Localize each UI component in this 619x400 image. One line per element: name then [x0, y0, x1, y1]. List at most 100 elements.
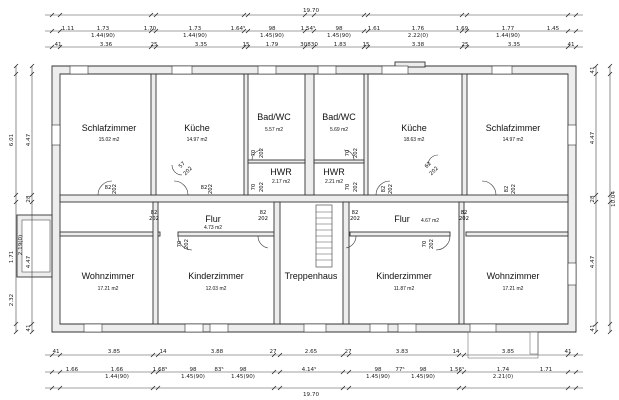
dimension-tick [13, 71, 19, 77]
dimension-tick [155, 385, 161, 391]
dim-top-r1: 1.77 [502, 26, 515, 32]
dimension-tick [573, 28, 579, 34]
door-height: 202 [258, 216, 268, 222]
dimension-tick [464, 44, 470, 50]
dim-bottom-r1: 41 [564, 349, 572, 355]
door-height: 202 [112, 184, 118, 194]
dimension-tick [29, 63, 35, 69]
dimension-tick [607, 321, 613, 327]
room-area: 5.57 m2 [265, 127, 283, 133]
dim-right-inner: 28 [590, 195, 596, 203]
door-height: 202 [184, 239, 190, 249]
dimension-tick [155, 352, 161, 358]
door-height: 202 [459, 216, 469, 222]
dim-bottom-r3: 1.45(90) [231, 374, 255, 380]
dimension-tick [49, 44, 55, 50]
dimension-tick [456, 352, 462, 358]
dimension-tick [340, 352, 346, 358]
dimension-tick [302, 28, 308, 34]
wall-v-7 [273, 201, 281, 325]
dim-top-r3: 30830 [300, 42, 318, 48]
dim-top-r3: 41 [567, 42, 575, 48]
dimension-tick [13, 329, 19, 335]
dimension-tick [459, 44, 465, 50]
window-top-4 [317, 65, 337, 75]
dim-bottom-r2: 1.71 [540, 367, 553, 373]
dim-bottom-r2: 98 [239, 367, 247, 373]
dim-bottom-r1: 3.83 [396, 349, 409, 355]
window-bottom-7 [469, 323, 497, 333]
dim-left-outer: 2.32 [9, 294, 15, 306]
dimension-tick [13, 321, 19, 327]
door-width: 82 [201, 185, 208, 191]
window-top-6 [491, 65, 513, 75]
window-top-2 [171, 65, 193, 75]
dimension-tick [340, 369, 346, 375]
dim-top-r1: 98 [335, 26, 343, 32]
left-dimensions: 6.01 1.71 2.32 4.47 28 4.47 41 2.19(0) [9, 133, 32, 331]
dim-bottom-r2: 98 [374, 367, 382, 373]
door-width: 70 [251, 183, 257, 190]
door-height: 202 [429, 166, 440, 177]
dimension-tick [57, 369, 63, 375]
dimension-tick [365, 44, 371, 50]
dimension-tick [565, 369, 571, 375]
room-name: Küche [184, 123, 210, 133]
dimension-tick [271, 352, 277, 358]
dimension-tick [57, 352, 63, 358]
dimension-tick [565, 44, 571, 50]
dim-bottom-r3: 2.21(0) [493, 374, 513, 380]
dim-top-r3: 3.36 [100, 42, 113, 48]
dimension-tick [573, 369, 579, 375]
dimension-lines [15, 14, 611, 389]
room-area: 2.17 m2 [272, 179, 290, 185]
door-width: 70 [422, 240, 428, 247]
dimension-tick [593, 329, 599, 335]
dimension-tick [302, 12, 308, 18]
room-name: HWR [270, 167, 292, 177]
room-name: Schlafzimmer [486, 123, 541, 133]
dim-top-r3: 3.35 [195, 42, 208, 48]
room-name: HWR [323, 167, 345, 177]
door-width: 70 [345, 149, 351, 156]
dim-bottom-r3: 1.45(90) [181, 374, 205, 380]
dimension-tick [365, 12, 371, 18]
door-height: 202 [259, 182, 265, 192]
dimension-tick [29, 71, 35, 77]
dimension-tick [565, 385, 571, 391]
dim-right-inner: 41 [590, 66, 596, 74]
window-bottom-6 [397, 323, 417, 333]
dimension-tick [241, 12, 247, 18]
dim-top-r2: 1.45(90) [327, 33, 351, 39]
window-left-1 [51, 124, 61, 146]
room-name: Schlafzimmer [82, 123, 137, 133]
dimension-tick [57, 28, 63, 34]
dim-top-r1: 1.11 [62, 26, 75, 32]
dim-top-r2: 2.22(0) [408, 33, 428, 39]
dim-bottom-r3: 1.45(90) [366, 374, 390, 380]
wall-v-8 [342, 201, 350, 325]
dim-top-r1: 98 [268, 26, 276, 32]
dim-top-r2: 1.44(90) [183, 33, 207, 39]
room-name: Küche [401, 123, 427, 133]
corridor-wall-top [59, 194, 569, 203]
dim-top-r1: 1.61 [368, 26, 381, 32]
dimension-tick [271, 385, 277, 391]
door-height: 202 [353, 182, 359, 192]
dimension-tick [340, 385, 346, 391]
dim-left-inner: 28 [26, 195, 32, 203]
dimension-tick [150, 385, 156, 391]
door-height: 202 [350, 216, 360, 222]
door-width: 62 [424, 161, 433, 170]
wall-v-9 [458, 201, 465, 325]
door-width: 70 [345, 183, 351, 190]
dimension-tick [573, 12, 579, 18]
room-area: 14.97 m2 [503, 137, 524, 143]
dimension-tick [29, 329, 35, 335]
dim-bottom-r1: 14 [159, 349, 167, 355]
window-right-2 [567, 262, 577, 286]
dimension-tick [461, 385, 467, 391]
room-name: Kinderzimmer [188, 271, 244, 281]
dim-right-inner: 4.47 [590, 131, 596, 144]
room-area: 15.02 m2 [99, 137, 120, 143]
